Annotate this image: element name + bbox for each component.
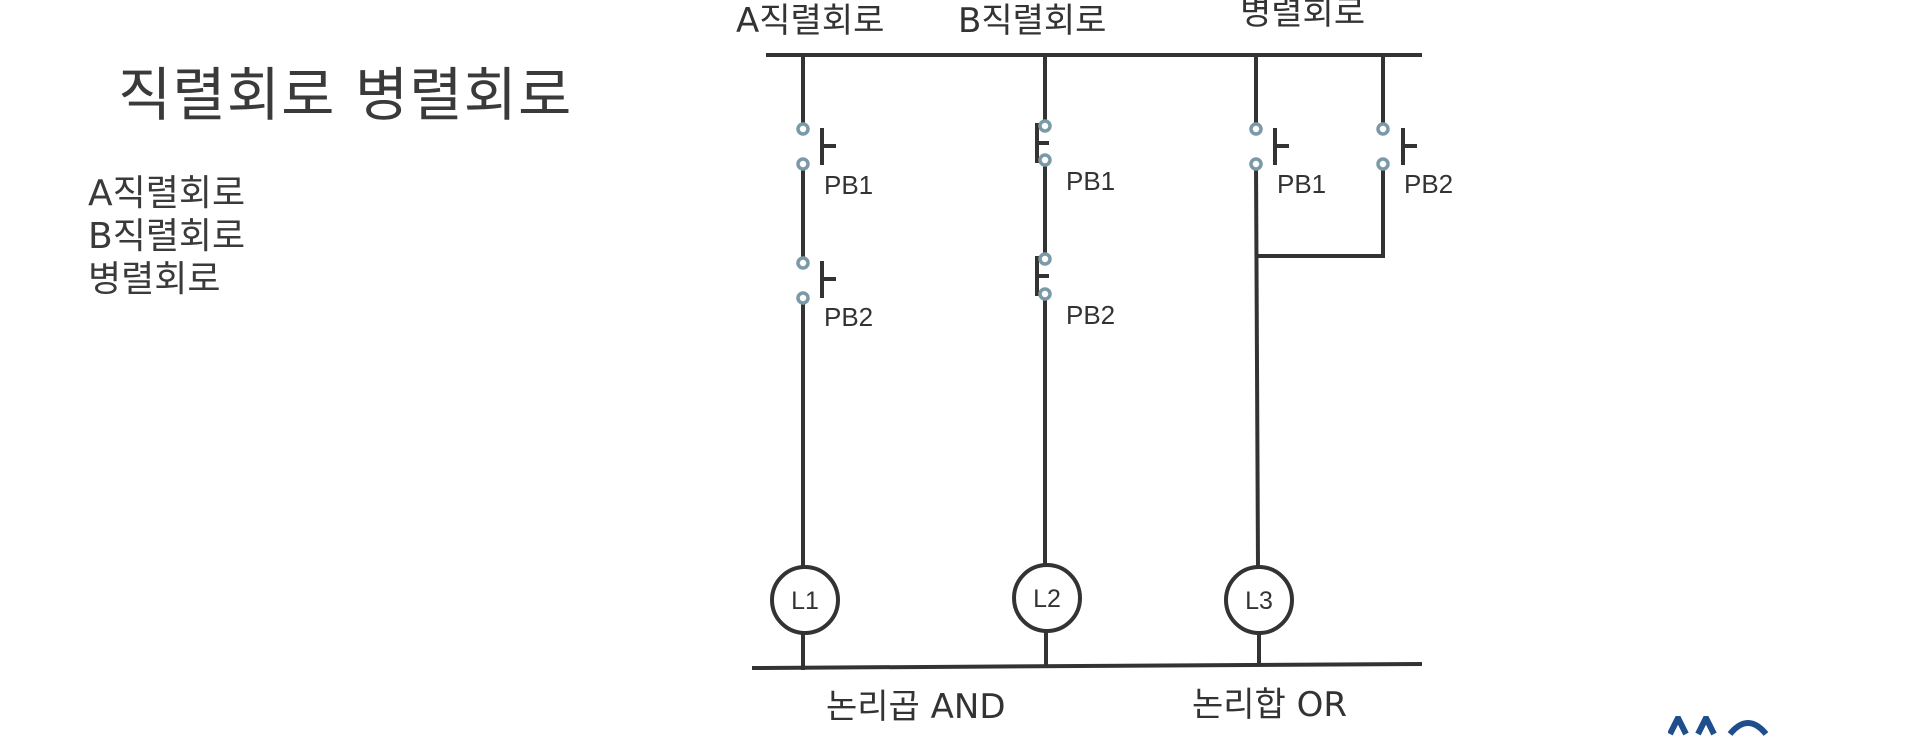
circuit-b-series: PB1 PB2 L2	[1012, 53, 1115, 668]
switch-label-pb2: PB2	[824, 302, 873, 332]
pushbutton-switch	[1035, 252, 1052, 301]
switch-label-pb2: PB2	[1066, 300, 1115, 330]
list-item-parallel: 병렬회로	[88, 259, 221, 300]
footer-logic-and: 논리곱 AND	[826, 687, 1006, 727]
corner-logo	[1668, 716, 1818, 736]
header-parallel: 병렬회로	[1240, 0, 1365, 33]
pushbutton-switch	[796, 256, 836, 305]
header-a-series: A직렬회로	[736, 1, 884, 41]
switch-label-pb1: PB1	[1066, 166, 1115, 196]
pushbutton-switch	[1035, 119, 1052, 167]
switch-label-pb1: PB1	[824, 170, 873, 200]
pushbutton-switch	[1376, 122, 1417, 171]
pushbutton-switch	[1249, 122, 1289, 171]
lamp-label-l2: L2	[1033, 585, 1061, 613]
bottom-bus-rail	[751, 661, 1423, 671]
switch-label-pb2: PB2	[1404, 169, 1453, 199]
list-item-b-series: B직렬회로	[88, 216, 246, 257]
header-b-series: B직렬회로	[958, 1, 1106, 41]
lamp-label-l1: L1	[791, 587, 819, 615]
lamp-l2	[1012, 563, 1082, 633]
circuit-list: A직렬회로 B직렬회로 병렬회로	[88, 172, 245, 301]
lamp-l1	[770, 565, 840, 635]
circuit-parallel: PB1 PB2 L3	[1224, 53, 1453, 666]
list-item-a-series: A직렬회로	[88, 173, 246, 214]
footer-logic-or: 논리합 OR	[1192, 685, 1347, 725]
lamp-l3	[1224, 565, 1294, 635]
circuit-a-series: PB1 PB2 L1	[770, 53, 873, 670]
page-title: 직렬회로 병렬회로	[118, 61, 573, 129]
pushbutton-switch	[796, 122, 836, 171]
lamp-label-l3: L3	[1245, 587, 1273, 615]
switch-label-pb1: PB1	[1277, 169, 1326, 199]
